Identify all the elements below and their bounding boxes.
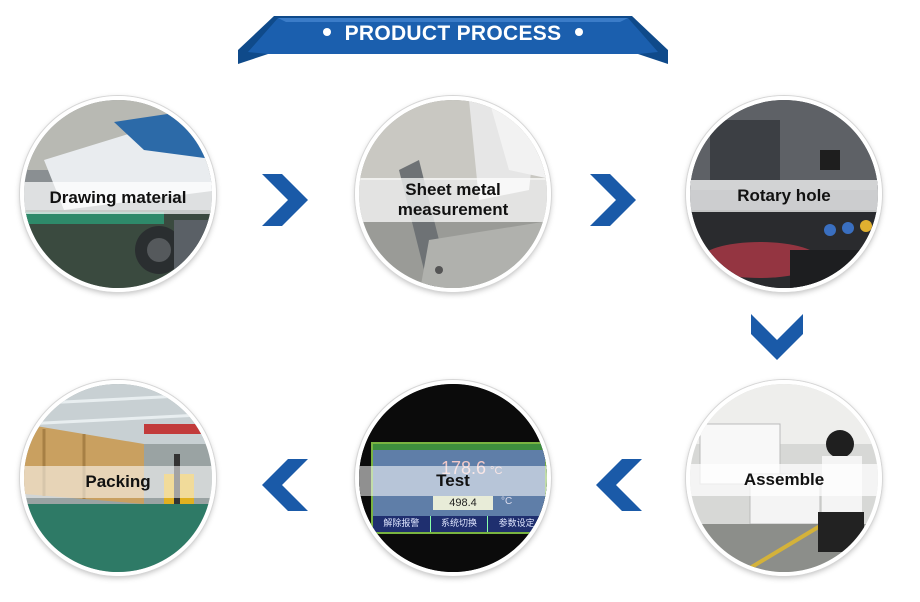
step-label-band: Assemble	[690, 464, 878, 496]
screen-button-3: 参数设定	[498, 519, 535, 529]
step-label-band: Test	[359, 466, 547, 496]
arrow-left-icon	[262, 459, 308, 511]
step-label: Packing	[85, 472, 151, 491]
step-label: Assemble	[743, 470, 825, 489]
header-banner: PRODUCT PROCESS	[238, 14, 668, 64]
banner-shape	[238, 16, 668, 64]
arrow-down-icon	[751, 314, 803, 360]
step-packing: Packing	[20, 380, 216, 576]
step-label-band: Sheet metal measurement	[359, 178, 547, 222]
step-label-band: Rotary hole	[690, 180, 878, 212]
step-sheet-metal-measurement: Sheet metal measurement	[355, 96, 551, 292]
arrow-left-icon	[596, 459, 642, 511]
screen-unit-2: °C	[501, 496, 513, 507]
step-label-band: Drawing material	[24, 182, 212, 214]
screen-button-2: 系统切换	[431, 516, 489, 532]
page-title: PRODUCT PROCESS	[238, 22, 668, 46]
bullet-dot-icon	[322, 28, 331, 37]
arrow-right-icon	[262, 174, 308, 226]
step-label: Rotary hole	[737, 186, 831, 205]
rotary-hole-photo	[690, 100, 878, 288]
step-test: 178.6°C 498.4 °C 解除报警 系统切换 参数设定 Test	[355, 380, 551, 576]
bullet-dot-icon	[575, 28, 584, 37]
step-label: Drawing material	[49, 188, 187, 207]
step-rotary-hole: Rotary hole	[686, 96, 882, 292]
step-label-band: Packing	[24, 466, 212, 498]
step-label-line2: measurement	[397, 200, 509, 219]
screen-button-1: 解除报警	[373, 516, 431, 532]
step-label: Test	[436, 471, 470, 490]
step-label-line1: Sheet metal	[405, 180, 501, 199]
step-assemble: Assemble	[686, 380, 882, 576]
arrow-right-icon	[590, 174, 636, 226]
screen-value-2: 498.4	[449, 497, 477, 509]
step-drawing-material: Drawing material	[20, 96, 216, 292]
